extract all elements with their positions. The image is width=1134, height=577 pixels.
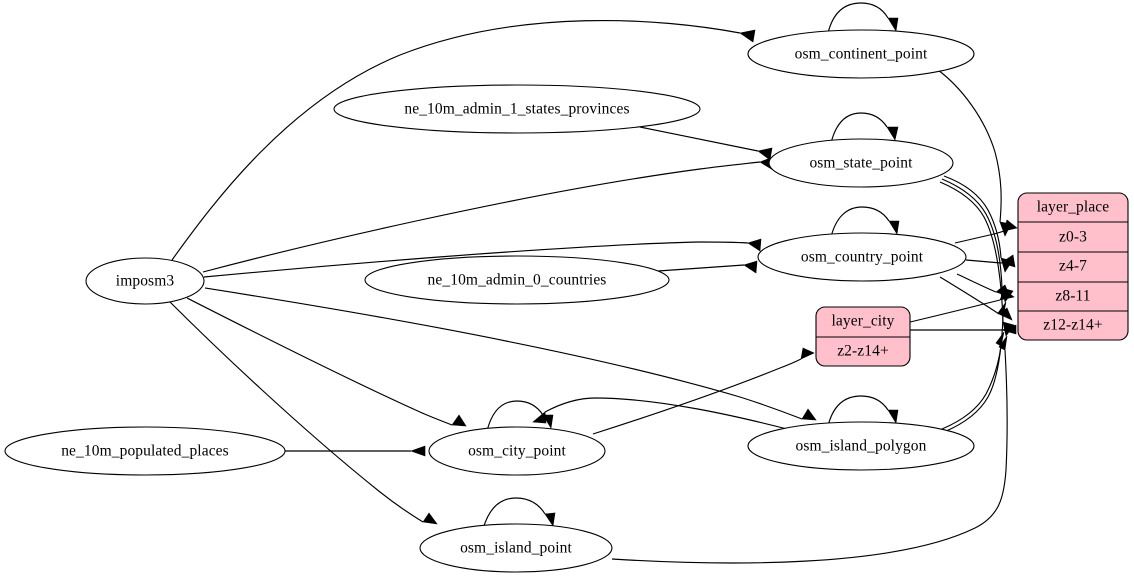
edge-imposm3-to-osm_country_point	[203, 238, 762, 278]
node-label-ne_10m_admin_1_states_provinces: ne_10m_admin_1_states_provinces	[404, 101, 629, 118]
node-label-osm_state_point: osm_state_point	[809, 155, 913, 172]
record-row-layer_place-z4-7[interactable]: z4-7	[1059, 258, 1087, 275]
node-label-osm_continent_point: osm_continent_point	[795, 46, 928, 63]
record-row-layer_place-title: layer_place	[1037, 199, 1110, 216]
record-node-layer: layer_place z0-3 z4-7 z8-11 z12-z14+ lay…	[815, 192, 1129, 367]
node-label-ne_10m_populated_places: ne_10m_populated_places	[61, 443, 229, 460]
edge-layer_city-to-layer_place-z12-z14	[910, 324, 1017, 335]
node-osm_country_point[interactable]: osm_country_point	[757, 232, 967, 282]
edge-imposm3-to-osm_island_polygon	[204, 287, 817, 421]
node-osm_city_point[interactable]: osm_city_point	[428, 426, 606, 476]
edge-imposm3-to-osm_city_point	[186, 297, 467, 427]
edge-imposm3-to-osm_island_point	[168, 300, 438, 525]
node-label-ne_10m_admin_0_countries: ne_10m_admin_0_countries	[428, 272, 607, 289]
edge-osm_island_polygon-to-layer_place-z12-z14	[941, 331, 1005, 430]
edge-imposm3-to-osm_state_point	[202, 156, 774, 273]
edge-layer_city-to-layer_place-z8-11	[909, 289, 1015, 323]
node-label-imposm3: imposm3	[116, 273, 175, 290]
edge-osm_continent_point-self-loop	[827, 2, 899, 34]
edge-ne_states_provinces-to-osm_state_point	[639, 126, 773, 161]
edge-osm_country_point-to-layer_place-z4-7	[965, 254, 1016, 268]
node-label-osm_island_point: osm_island_point	[460, 540, 572, 557]
record-row-layer_city-title: layer_city	[832, 313, 895, 330]
edge-osm_country_point-self-loop	[830, 206, 900, 238]
record-node-layer_place[interactable]: layer_place z0-3 z4-7 z8-11 z12-z14+	[1017, 192, 1129, 341]
edge-ne_populated_places-to-osm_city_point	[285, 445, 426, 457]
node-imposm3[interactable]: imposm3	[85, 257, 205, 305]
record-row-layer_city-z2-z14[interactable]: z2-z14+	[837, 343, 889, 360]
edge-osm_island_polygon-self-loop	[827, 395, 899, 427]
node-layer: imposm3 ne_10m_admin_1_states_provinces …	[4, 29, 975, 573]
node-osm_island_point[interactable]: osm_island_point	[419, 523, 613, 573]
node-ne_10m_populated_places[interactable]: ne_10m_populated_places	[4, 426, 286, 476]
edge-osm_city_point-to-layer_city-z2-z14	[592, 347, 815, 435]
node-osm_island_polygon[interactable]: osm_island_polygon	[747, 421, 975, 471]
record-row-layer_place-z0-3[interactable]: z0-3	[1059, 229, 1087, 246]
edge-osm_island_polygon-to-osm_city_point	[532, 397, 788, 430]
edge-ne_countries-to-osm_country_point	[657, 260, 758, 274]
node-osm_state_point[interactable]: osm_state_point	[768, 138, 954, 188]
node-ne_10m_admin_0_countries[interactable]: ne_10m_admin_0_countries	[364, 255, 670, 305]
node-ne_10m_admin_1_states_provinces[interactable]: ne_10m_admin_1_states_provinces	[333, 84, 701, 134]
node-osm_continent_point[interactable]: osm_continent_point	[747, 29, 975, 79]
record-row-layer_place-z12-z14[interactable]: z12-z14+	[1043, 317, 1102, 334]
node-label-osm_country_point: osm_country_point	[801, 249, 924, 266]
record-row-layer_place-z8-11[interactable]: z8-11	[1055, 288, 1090, 305]
edge-osm_state_point-self-loop	[830, 112, 899, 144]
edge-imposm3-to-osm_continent_point	[171, 20, 756, 261]
edge-osm_country_point-to-layer_place-z0-3	[954, 219, 1018, 244]
edge-osm_island_point-to-layer_place-z12-z14	[611, 335, 1008, 564]
record-node-layer_city[interactable]: layer_city z2-z14+	[815, 306, 911, 367]
edge-osm_island_point-self-loop	[482, 497, 556, 530]
node-label-osm_island_polygon: osm_island_polygon	[796, 438, 927, 455]
edge-osm_continent_point-to-layer_place-z0-3	[937, 69, 1012, 237]
node-label-osm_city_point: osm_city_point	[468, 443, 566, 460]
